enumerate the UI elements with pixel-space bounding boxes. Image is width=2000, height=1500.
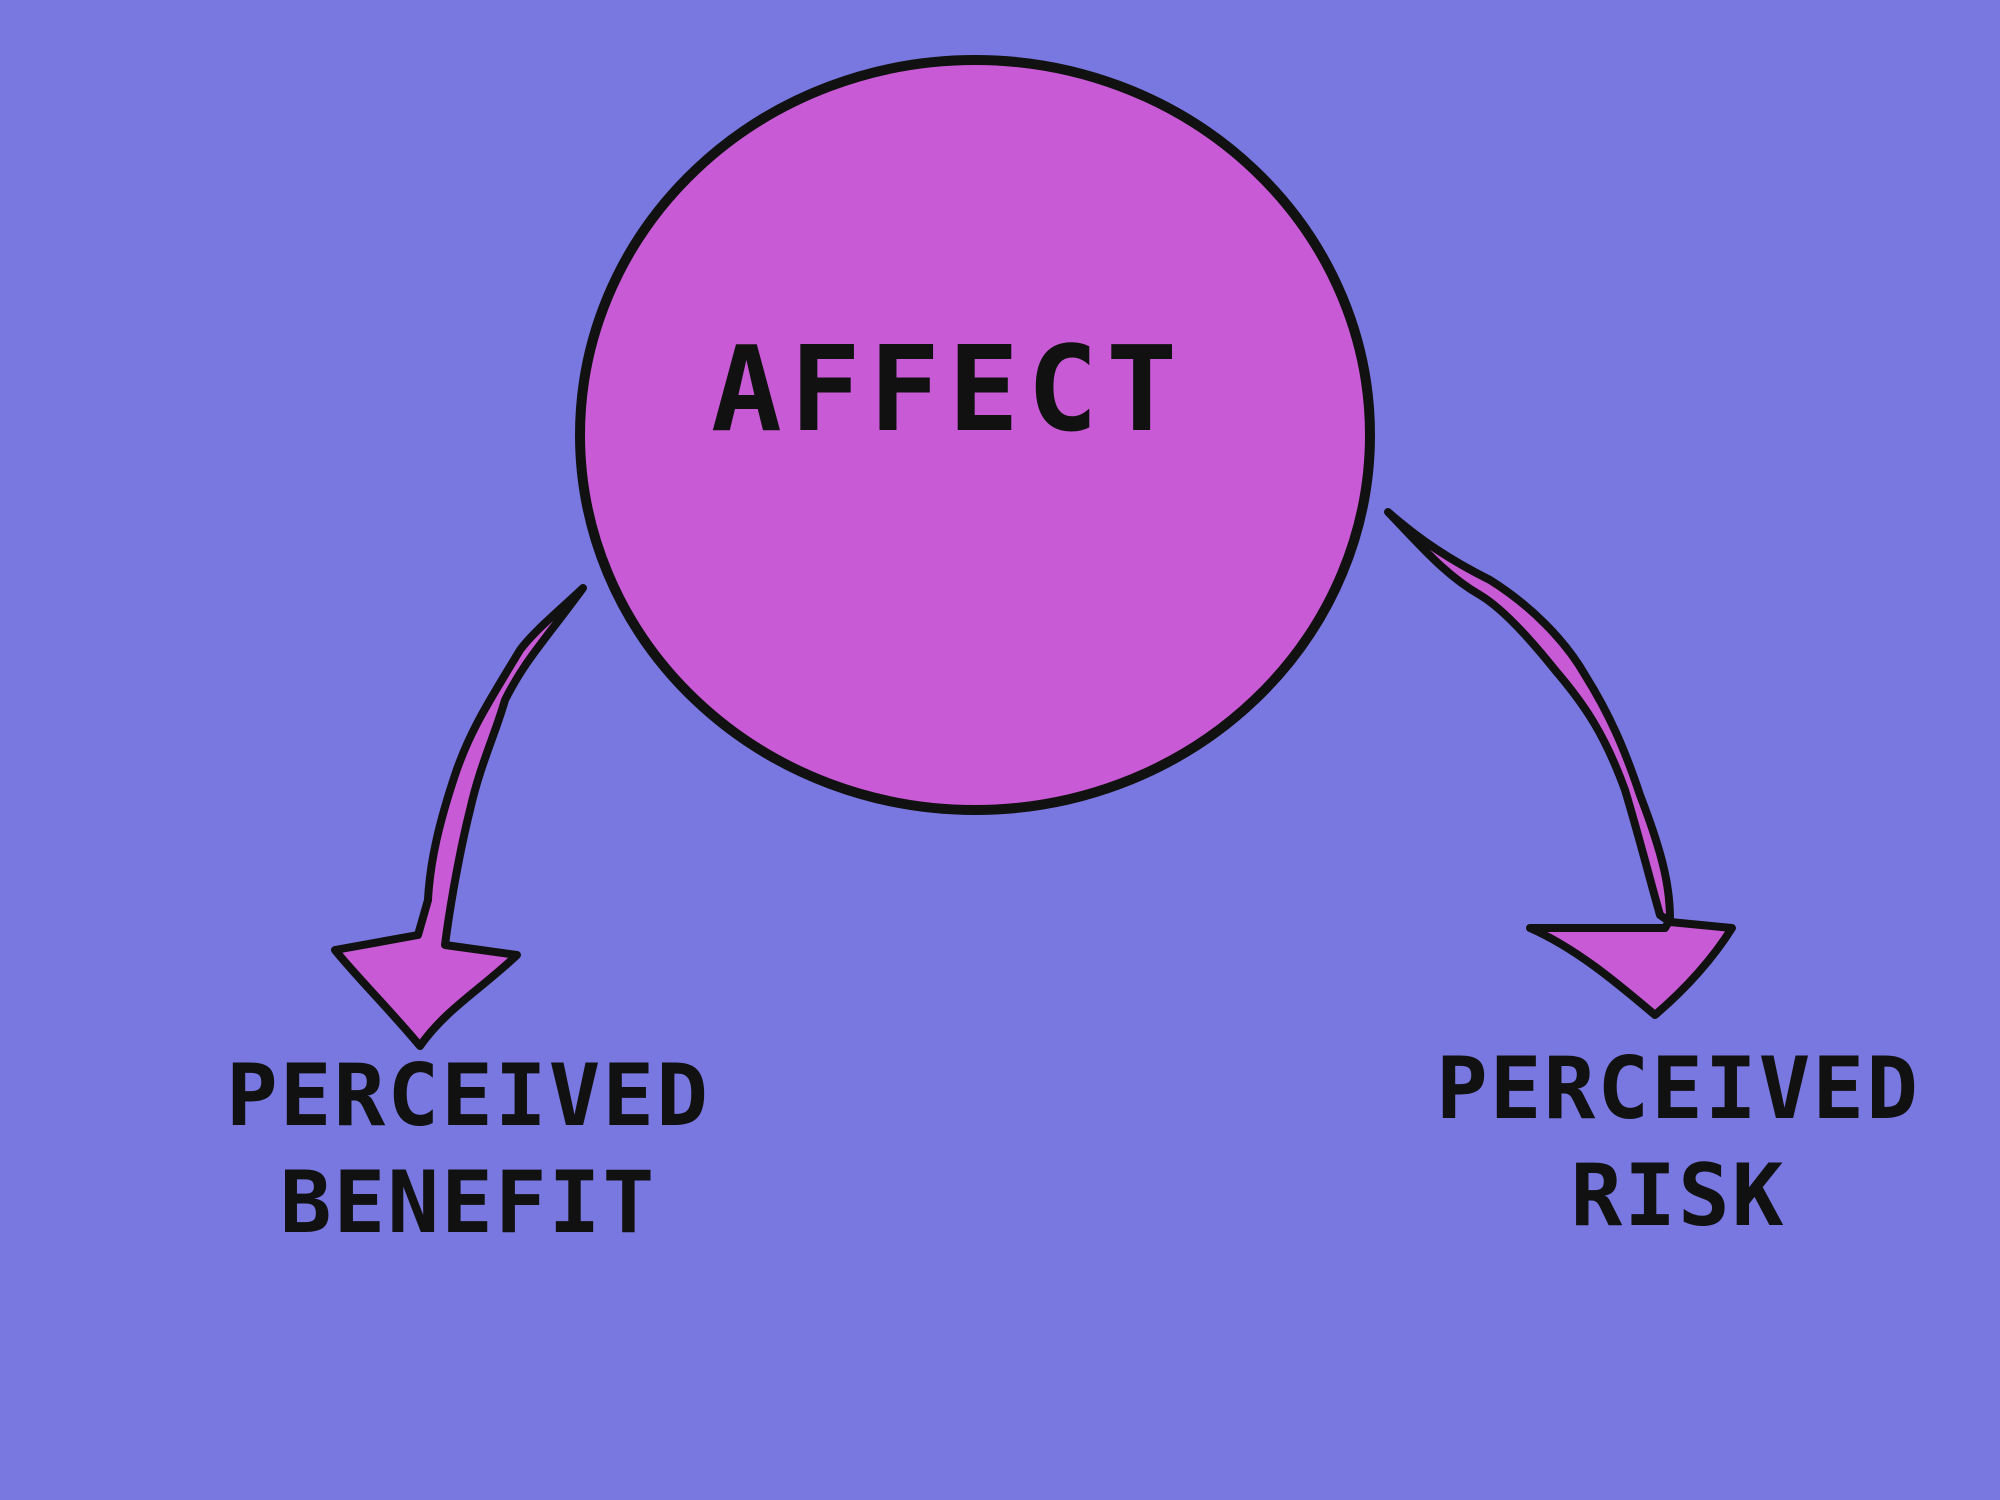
- risk-label-line2: RISK: [1570, 1146, 1785, 1246]
- risk-label-line1: PERCEIVED: [1436, 1039, 1920, 1139]
- affect-label: AFFECT: [711, 320, 1185, 458]
- arrow-to-risk: [1384, 508, 1736, 1019]
- benefit-label-line2: BENEFIT: [280, 1153, 656, 1253]
- benefit-label-line1: PERCEIVED: [226, 1046, 710, 1146]
- arrow-to-benefit: [331, 584, 587, 1050]
- affect-ellipse: [575, 55, 1375, 815]
